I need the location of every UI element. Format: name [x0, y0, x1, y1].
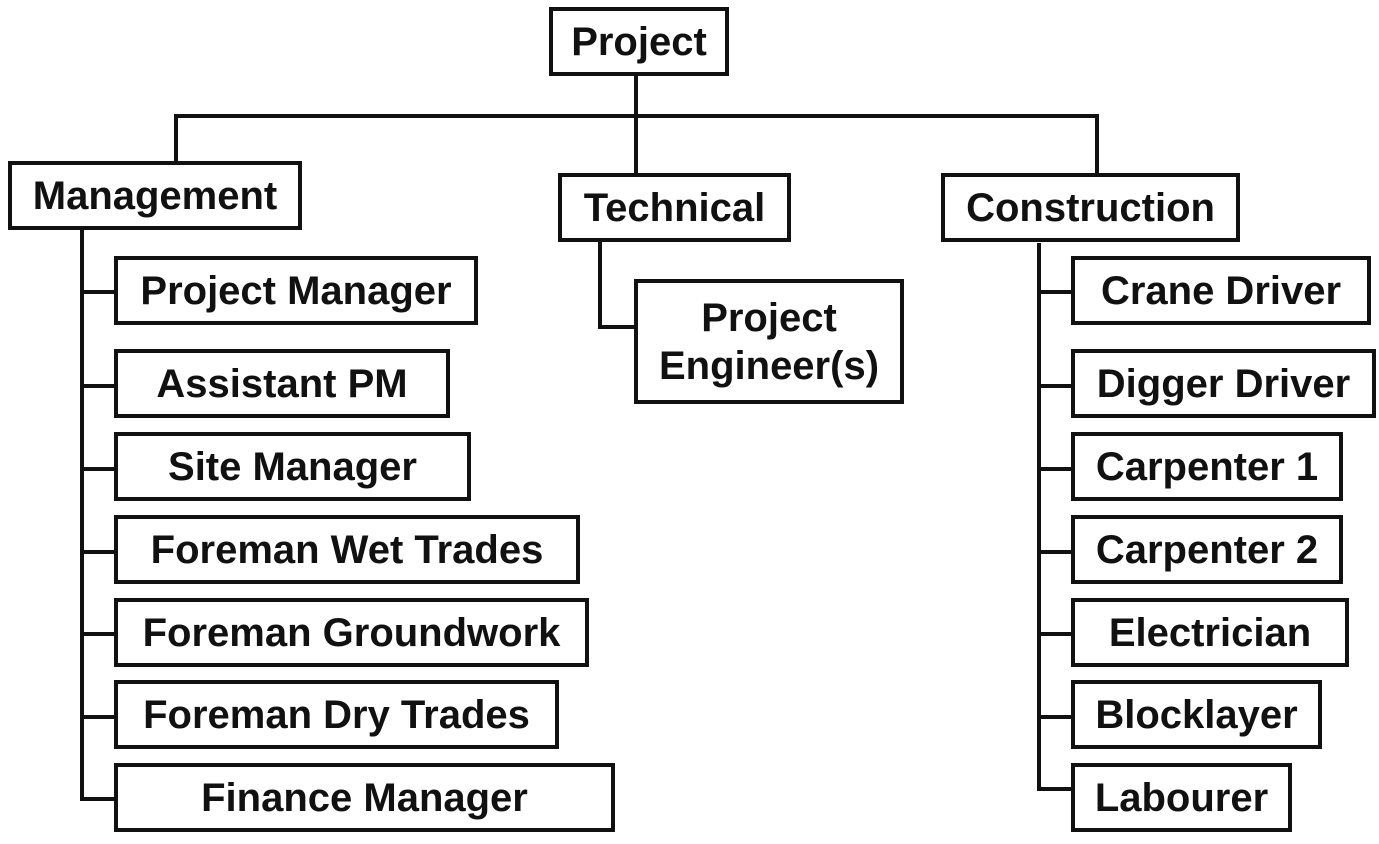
node-digger-driver: Digger Driver — [1071, 349, 1376, 418]
node-foreman-wet-trades: Foreman Wet Trades — [114, 515, 580, 584]
node-foreman-dry-trades: Foreman Dry Trades — [114, 680, 559, 749]
node-project: Project — [549, 7, 729, 76]
node-finance-manager: Finance Manager — [114, 763, 615, 832]
node-labourer: Labourer — [1071, 763, 1292, 832]
node-project-engineers: Project Engineer(s) — [634, 279, 904, 404]
node-blocklayer: Blocklayer — [1071, 680, 1322, 749]
node-foreman-groundwork: Foreman Groundwork — [114, 598, 589, 667]
node-site-manager: Site Manager — [114, 432, 471, 501]
node-management: Management — [8, 161, 302, 230]
node-crane-driver: Crane Driver — [1071, 256, 1371, 325]
technical-branch — [598, 234, 639, 329]
node-assistant-pm: Assistant PM — [114, 349, 450, 418]
node-project-manager: Project Manager — [114, 256, 478, 325]
node-project-engineers-line-2: Engineer(s) — [658, 343, 880, 388]
node-technical: Technical — [558, 173, 791, 242]
node-project-engineers-line-1: Project — [701, 295, 837, 340]
node-carpenter-2: Carpenter 2 — [1071, 515, 1343, 584]
node-construction: Construction — [941, 173, 1240, 242]
node-carpenter-1: Carpenter 1 — [1071, 432, 1343, 501]
node-electrician: Electrician — [1071, 598, 1349, 667]
